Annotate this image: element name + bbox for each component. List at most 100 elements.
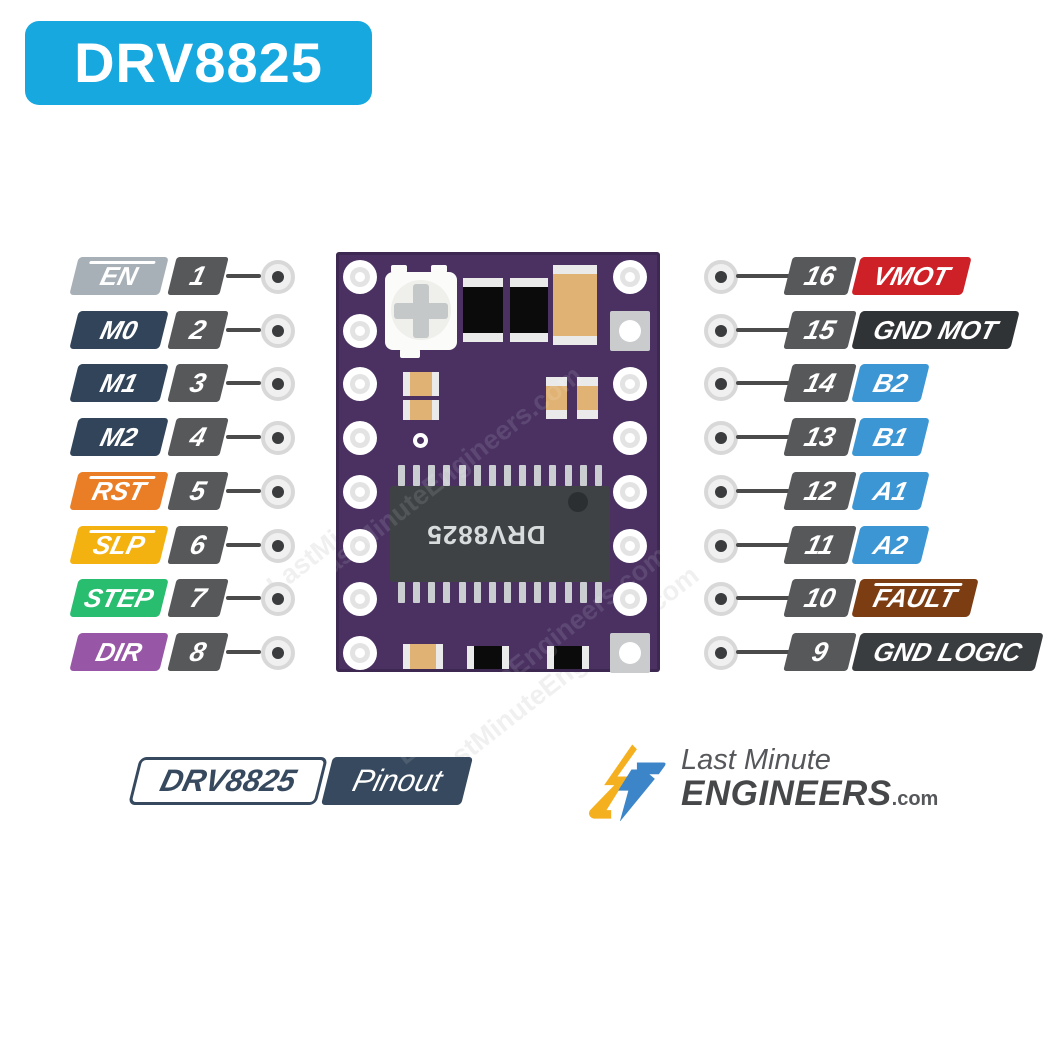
pin-label-gnd-logic: GND LOGIC <box>851 632 1045 671</box>
pin-number: 15 <box>783 310 857 349</box>
leader-line <box>736 274 790 278</box>
pin-hole <box>704 635 738 670</box>
pin-number: 10 <box>783 579 857 618</box>
leader-line <box>736 649 790 654</box>
chip-pins <box>398 465 602 486</box>
logo-text: Last Minute ENGINEERS.com <box>681 744 938 814</box>
pin-hole <box>704 528 738 563</box>
leader-line <box>736 596 790 601</box>
potentiometer <box>385 265 457 358</box>
module-pad <box>343 421 377 456</box>
leader-line <box>226 488 261 493</box>
leader-line <box>226 542 261 547</box>
smd-component <box>510 278 548 342</box>
pin-hole-dot <box>272 539 284 552</box>
smd-component <box>546 377 567 419</box>
leader-line <box>226 596 261 601</box>
module-pad <box>343 313 377 348</box>
pin-hole <box>704 260 738 294</box>
pot-tab <box>400 349 420 358</box>
pin-number: 16 <box>783 257 857 295</box>
smd-component <box>463 278 503 342</box>
smd-component <box>547 646 589 669</box>
pin-hole-dot <box>272 324 284 337</box>
module-pad <box>613 528 647 563</box>
pin-hole-dot <box>272 271 284 283</box>
module-pad <box>613 474 647 509</box>
module-pad <box>613 582 647 617</box>
smd-component <box>553 265 597 345</box>
pin-hole-dot <box>715 485 727 498</box>
pin-hole <box>261 421 295 456</box>
leader-line <box>736 435 790 440</box>
pin-hole <box>261 367 295 402</box>
lightning-bolt-icon <box>588 744 666 821</box>
module-pad <box>343 474 377 509</box>
pot-tab <box>391 265 407 273</box>
pin-hole-dot <box>715 378 727 391</box>
module-pad-square <box>610 632 650 673</box>
pin-hole <box>261 313 295 348</box>
pin-hole <box>261 528 295 563</box>
leader-line <box>736 327 790 332</box>
lastminuteengineers-logo: Last Minute ENGINEERS.com <box>585 741 938 821</box>
pin-hole <box>704 313 738 348</box>
footer-badge-pinout: Pinout <box>321 757 474 805</box>
pot-screw-icon <box>394 303 448 319</box>
pin-number: 14 <box>783 364 857 403</box>
leader-line <box>226 327 261 332</box>
pin-hole-dot <box>272 432 284 445</box>
pin-hole-dot <box>715 593 727 606</box>
pin-number: 9 <box>783 632 857 671</box>
pin-hole <box>704 474 738 509</box>
footer-badge: DRV8825 Pinout <box>128 757 474 805</box>
footer-badge-name: DRV8825 <box>128 757 329 805</box>
module-pad <box>343 367 377 402</box>
smd-component <box>403 400 439 420</box>
pin-hole-dot <box>715 646 727 659</box>
module-pad <box>343 528 377 563</box>
pin-hole <box>704 421 738 456</box>
module-pad <box>613 421 647 456</box>
pin-hole-dot <box>272 593 284 606</box>
chip-label: DRV8825 <box>426 520 546 550</box>
pin-label-a2: A2 <box>851 525 930 564</box>
leader-line <box>226 381 261 386</box>
driver-chip: DRV8825 <box>390 486 610 582</box>
drv8825-module-board: DRV8825 LastMinuteEngineers.com LastMinu… <box>304 252 673 770</box>
module-pad <box>343 260 377 294</box>
chip-pin1-dot <box>568 492 588 512</box>
module-pad <box>343 635 377 670</box>
title-badge: DRV8825 <box>25 21 372 105</box>
pin-number: 12 <box>783 471 857 510</box>
smd-component <box>403 372 439 396</box>
leader-line <box>226 649 261 654</box>
pin-label-a1: A1 <box>851 471 930 510</box>
module-pad <box>613 260 647 294</box>
pin-label-b2: B2 <box>851 364 930 403</box>
leader-line <box>226 435 261 440</box>
pot-tab <box>431 265 447 273</box>
smd-component <box>467 646 509 669</box>
pin-hole-dot <box>715 271 727 283</box>
pin-label-vmot: VMOT <box>851 257 972 295</box>
pin-hole <box>261 582 295 617</box>
smd-component <box>403 644 443 669</box>
chip-pins <box>398 582 602 603</box>
pin-label-b1: B1 <box>851 418 930 457</box>
pin-hole <box>704 367 738 402</box>
